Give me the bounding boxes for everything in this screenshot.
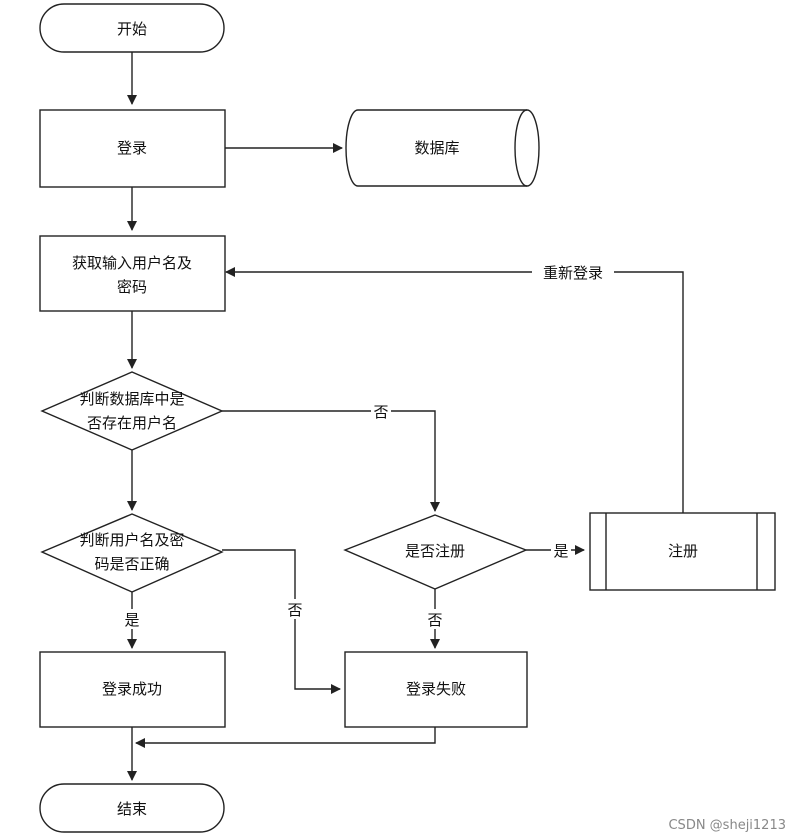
register-question-node: 是否注册 xyxy=(343,514,528,590)
register-label: 注册 xyxy=(668,542,698,560)
get-input-label-line2: 密码 xyxy=(117,278,147,296)
login-label: 登录 xyxy=(117,139,147,157)
edge-label-no-exists: 否 xyxy=(371,401,391,421)
end-node: 结束 xyxy=(39,783,225,833)
watermark: CSDN @sheji1213 xyxy=(668,818,786,833)
get-input-node: 获取输入用户名及 密码 xyxy=(39,235,226,312)
svg-text:是: 是 xyxy=(124,611,139,629)
svg-text:否: 否 xyxy=(287,601,302,619)
success-label: 登录成功 xyxy=(102,680,162,698)
edge-check-exists-no xyxy=(222,410,440,512)
check-credentials-label-line1: 判断用户名及密 xyxy=(79,531,184,549)
login-node: 登录 xyxy=(39,109,226,188)
check-exists-label-line1: 判断数据库中是 xyxy=(79,390,184,408)
register-question-label: 是否注册 xyxy=(405,542,465,560)
success-node: 登录成功 xyxy=(39,651,226,728)
check-exists-node: 判断数据库中是 否存在用户名 xyxy=(40,371,224,451)
fail-label: 登录失败 xyxy=(406,680,466,698)
edge-fail-merge xyxy=(135,727,436,748)
get-input-label-line1: 获取输入用户名及 xyxy=(72,254,192,272)
end-label: 结束 xyxy=(117,800,147,818)
check-exists-label-line2: 否存在用户名 xyxy=(87,414,177,432)
svg-text:是: 是 xyxy=(553,542,568,560)
svg-text:重新登录: 重新登录 xyxy=(543,264,603,282)
edge-label-relogin: 重新登录 xyxy=(532,262,614,282)
start-node: 开始 xyxy=(39,3,225,53)
check-credentials-node: 判断用户名及密 码是否正确 xyxy=(40,513,224,593)
edge-register-relogin xyxy=(225,267,684,513)
edge-check-cred-no xyxy=(222,549,341,694)
edge-label-yes-credentials: 是 xyxy=(122,609,142,629)
register-node: 注册 xyxy=(589,512,776,591)
fail-node: 登录失败 xyxy=(344,651,528,728)
edge-label-no-register: 否 xyxy=(425,609,445,629)
edge-label-yes-register: 是 xyxy=(551,540,571,560)
database-label: 数据库 xyxy=(414,139,459,157)
database-node: 数据库 xyxy=(345,109,540,187)
svg-text:否: 否 xyxy=(373,403,388,421)
edge-label-no-credentials: 否 xyxy=(285,599,305,619)
svg-text:否: 否 xyxy=(427,611,442,629)
check-credentials-label-line2: 码是否正确 xyxy=(94,555,169,573)
start-label: 开始 xyxy=(117,20,147,38)
